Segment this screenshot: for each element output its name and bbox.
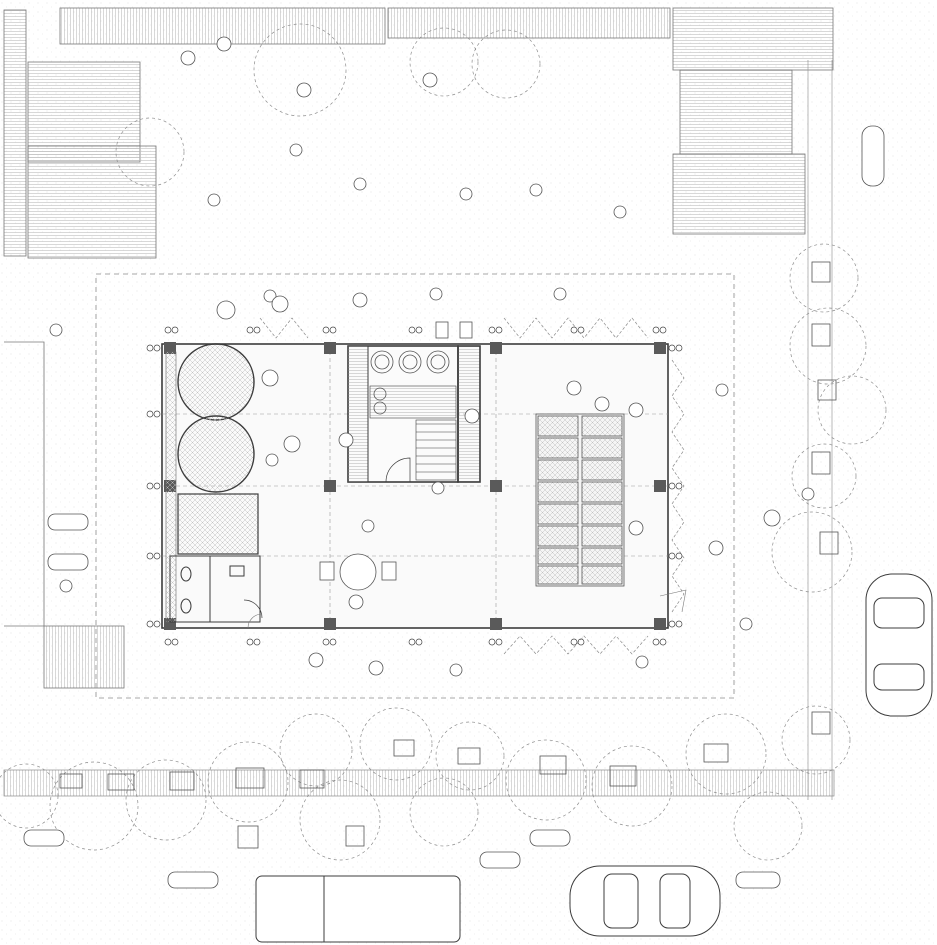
cars <box>255 573 933 943</box>
folding-screen-facade <box>259 317 685 655</box>
right-sidewalk <box>807 60 833 800</box>
motorbikes <box>23 125 885 889</box>
entrance-chairs <box>319 321 473 581</box>
left-perforated-wall <box>165 351 177 623</box>
toilet-block <box>169 555 263 623</box>
core-round-tables <box>370 350 450 415</box>
tree-canopies <box>0 23 887 861</box>
car-bottom <box>569 865 721 937</box>
left-plot-boundary <box>4 341 45 627</box>
truck-bottom <box>255 875 461 943</box>
market-produce-display <box>535 413 625 587</box>
neighbor-roofs <box>3 7 834 689</box>
right-street-stalls <box>811 261 839 735</box>
storage-room <box>177 493 259 555</box>
water-tanks <box>177 343 255 493</box>
bottom-sidewalk <box>3 769 835 797</box>
door-swings <box>247 589 687 629</box>
street-market-stalls <box>59 739 729 849</box>
stair-core <box>347 345 481 483</box>
people-figures <box>49 36 815 677</box>
car-right <box>865 573 933 717</box>
site-boundary <box>95 273 735 699</box>
column-connectors <box>146 326 683 646</box>
